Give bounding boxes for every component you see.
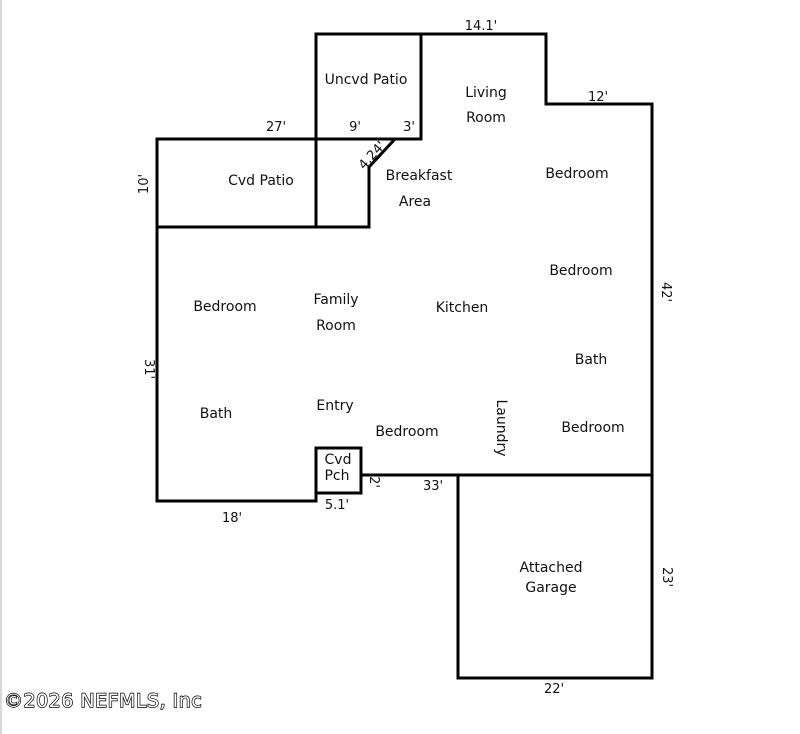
room-breakfast-line2: Area — [399, 194, 431, 210]
room-living-line2: Room — [466, 110, 506, 126]
dim-diagonal: 4.24' — [356, 139, 389, 173]
room-garage-line2: Garage — [525, 580, 576, 596]
room-laundry: Laundry — [493, 399, 509, 456]
covered-porch-outline — [314, 446, 363, 495]
room-cvd-patio: Cvd Patio — [228, 173, 294, 189]
room-bath-west: Bath — [200, 406, 233, 422]
room-family-line2: Room — [316, 318, 356, 334]
dim-living-step: 12' — [588, 90, 608, 105]
dim-uncvd-patio-width: 9' — [349, 120, 361, 135]
dim-east-wall: 42' — [658, 282, 673, 302]
room-entry: Entry — [316, 398, 353, 414]
house-outline — [155, 32, 654, 503]
room-bedroom-northeast: Bedroom — [545, 166, 608, 182]
room-bedroom-south: Bedroom — [375, 424, 438, 440]
room-family-line1: Family — [313, 292, 358, 308]
room-bath-east: Bath — [575, 352, 608, 368]
dim-garage-depth: 23' — [659, 567, 674, 587]
dim-cvd-patio-depth: 10' — [137, 174, 152, 194]
dim-top-living: 14.1' — [465, 19, 498, 34]
room-cvd-pch-line1: Cvd — [325, 452, 352, 468]
dim-uncvd-patio-small: 3' — [403, 120, 415, 135]
room-kitchen: Kitchen — [436, 300, 489, 316]
room-garage-line1: Attached — [520, 560, 583, 576]
covered-patio-outline — [155, 137, 318, 229]
room-bedroom-east: Bedroom — [549, 263, 612, 279]
dim-porch-depth: 2' — [366, 476, 381, 488]
dim-garage-width: 22' — [544, 682, 564, 697]
room-living-line1: Living — [465, 85, 507, 101]
dim-bottom-west: 18' — [222, 511, 242, 526]
dim-south-middle: 33' — [423, 479, 443, 494]
room-uncvd-patio: Uncvd Patio — [325, 72, 408, 88]
room-bedroom-west: Bedroom — [193, 299, 256, 315]
dim-cvd-patio-width: 27' — [266, 120, 286, 135]
room-bedroom-southeast: Bedroom — [561, 420, 624, 436]
dim-porch-width: 5.1' — [325, 498, 349, 513]
room-breakfast-line1: Breakfast — [386, 168, 453, 184]
room-cvd-pch-line2: Pch — [324, 468, 349, 484]
left-edge-border — [0, 0, 2, 734]
garage-outline — [456, 473, 654, 680]
dim-west-wall: 31' — [141, 359, 156, 379]
copyright-notice: ©2026 NEFMLS, Inc — [4, 690, 202, 712]
uncovered-patio-outline — [314, 32, 423, 141]
